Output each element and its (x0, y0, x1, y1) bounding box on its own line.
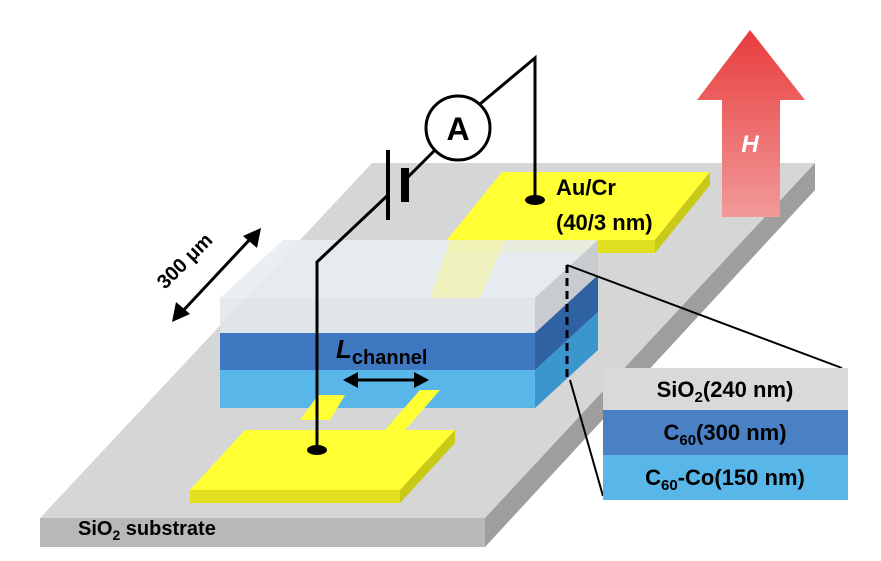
contact-dot-bottom (307, 445, 327, 455)
ammeter-label: A (446, 111, 469, 147)
callout-line-top (566, 264, 843, 369)
legend-c60co (603, 455, 848, 500)
circuit-wires (315, 54, 537, 450)
layer-legend: SiO2(240 nm) C60(300 nm) C60-Co(150 nm) (603, 368, 848, 500)
legend-label-c60co: C60-Co(150 nm) (645, 465, 805, 494)
ammeter-icon (424, 94, 492, 162)
field-label: H (741, 131, 759, 158)
legend-label-sio2: SiO2(240 nm) (657, 377, 794, 406)
legend-sio2 (603, 368, 848, 410)
magnetic-field-arrow (697, 30, 805, 217)
channel-length-arrow (343, 372, 429, 388)
channel-label: Lchannel (336, 334, 427, 369)
electrode-label-thickness: (40/3 nm) (556, 210, 653, 235)
callout-line-bottom (569, 379, 604, 497)
bottom-electrode (190, 390, 455, 503)
layer-stack (220, 240, 598, 408)
contact-dot-top (525, 195, 545, 205)
legend-label-c60: C60(300 nm) (663, 420, 786, 449)
substrate-label: SiO2 substrate (78, 518, 216, 543)
electrode-label-material: Au/Cr (556, 175, 616, 200)
legend-c60 (603, 410, 848, 455)
scale-arrow (172, 228, 261, 322)
